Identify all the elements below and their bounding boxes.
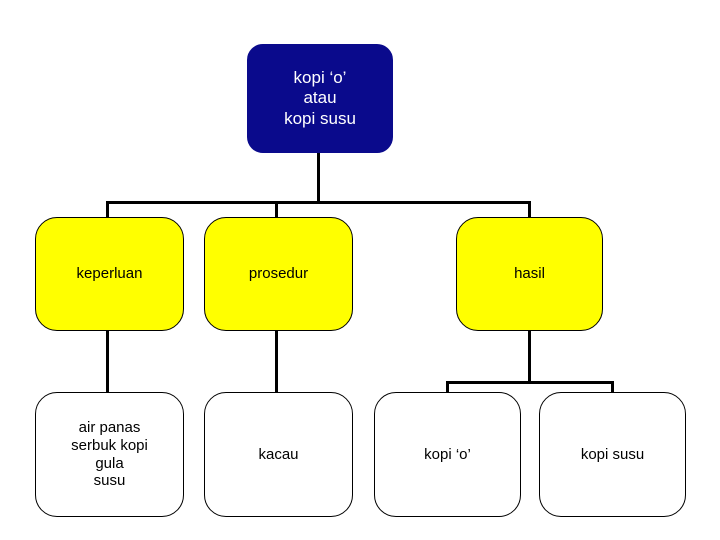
connector-drop-hasil — [528, 201, 531, 219]
connector-root-stem — [317, 152, 320, 203]
connector-drop-kopi-susu — [611, 381, 614, 393]
node-keperluan-label: keperluan — [76, 265, 143, 283]
node-keperluan[interactable]: keperluan — [35, 217, 184, 331]
connector-drop-prosedur — [275, 201, 278, 219]
connector-drop-kopi-o — [446, 381, 449, 393]
node-bahan-bahan[interactable]: air panas serbuk kopi gula susu — [35, 392, 184, 517]
node-kopi-o[interactable]: kopi ‘o’ — [374, 392, 521, 517]
connector-keperluan-to-bahan — [106, 330, 109, 392]
node-root-label: kopi ‘o’ atau kopi susu — [284, 68, 356, 128]
node-hasil-label: hasil — [514, 265, 545, 283]
connector-level2-bus — [106, 201, 531, 204]
connector-prosedur-to-kacau — [275, 330, 278, 392]
node-kopi-o-label: kopi ‘o’ — [424, 445, 471, 463]
node-kopi-susu[interactable]: kopi susu — [539, 392, 686, 517]
connector-drop-keperluan — [106, 201, 109, 219]
node-hasil[interactable]: hasil — [456, 217, 603, 331]
node-root-kopi-o-atau-kopi-susu[interactable]: kopi ‘o’ atau kopi susu — [247, 44, 393, 153]
node-prosedur-label: prosedur — [248, 265, 309, 283]
node-kacau-label: kacau — [258, 445, 299, 463]
node-kopi-susu-label: kopi susu — [580, 445, 645, 463]
node-bahan-bahan-label: air panas serbuk kopi gula susu — [71, 419, 148, 490]
node-prosedur[interactable]: prosedur — [204, 217, 353, 331]
node-kacau[interactable]: kacau — [204, 392, 353, 517]
connector-hasil-bus — [446, 381, 614, 384]
connector-hasil-stem — [528, 330, 531, 383]
